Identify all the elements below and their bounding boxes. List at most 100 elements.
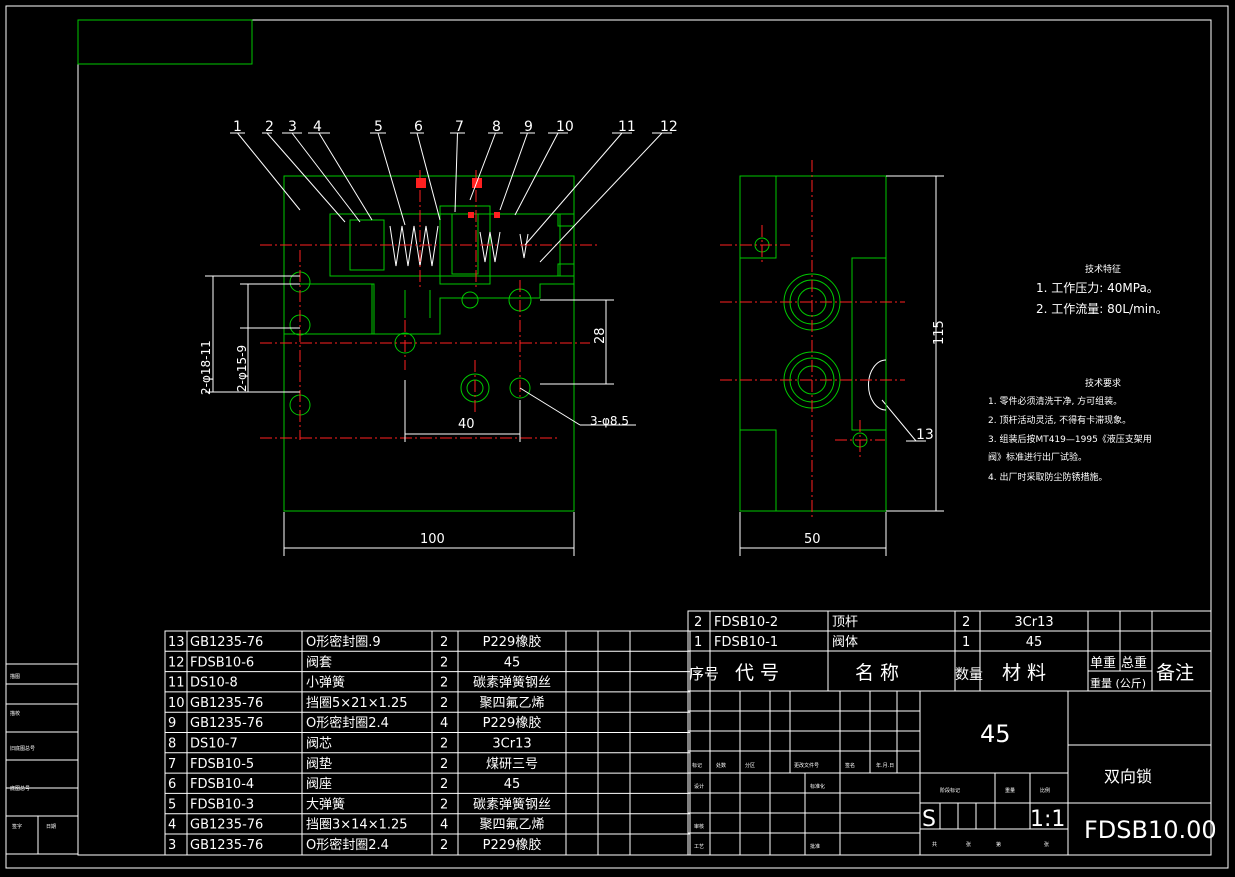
balloon-9: 9 (524, 119, 533, 135)
balloon-7: 7 (455, 119, 464, 135)
bom-row-code: DS10-8 (190, 676, 238, 691)
bom-row-name: 小弹簧 (306, 675, 345, 691)
bom-row-qty: 2 (440, 676, 448, 691)
bom-upper-qty: 1 (962, 635, 970, 650)
title-block-material: 45 (980, 720, 1011, 748)
title-block-small-label: 标记 (692, 762, 702, 769)
title-block-small-label: 张 (966, 841, 971, 848)
dim-50: 50 (804, 532, 821, 547)
dim-115: 115 (932, 320, 947, 345)
dim-28: 28 (593, 327, 608, 344)
bom-row-qty: 2 (440, 757, 448, 772)
bom-header-weight: 重量 (公斤) (1090, 676, 1146, 690)
tech-req-item: 3. 组装后按MT419—1995《液压支架用 (988, 433, 1152, 445)
left-strip: 描图 描校 旧底图总号 底图总号 签字 日期 (5, 663, 79, 855)
front-section-view (260, 170, 600, 512)
bom-row-no: 13 (168, 635, 185, 650)
title-block-small-label: 重量 (1005, 787, 1015, 794)
bom-row-name: 阀垫 (306, 756, 332, 772)
bom-upper-name: 阀体 (832, 635, 858, 650)
bom-row-name: 阀座 (306, 777, 332, 792)
bom-row-no: 8 (168, 737, 176, 752)
balloon-8: 8 (492, 119, 501, 135)
bom-row-code: FDSB10-5 (190, 757, 254, 772)
title-block: 45 双向锁 S 1:1 FDSB10.00 标记 处数 分区 更改文件号 签名… (687, 690, 1217, 856)
title-block-small-label: 签名 (845, 762, 855, 769)
left-strip-label: 旧底图总号 (10, 745, 35, 752)
bom-header-no: 序号 (689, 665, 719, 683)
bom-row-code: GB1235-76 (190, 838, 263, 853)
bom-upper-no: 2 (694, 615, 702, 630)
balloon-10: 10 (556, 119, 574, 135)
bom-row-material: 3Cr13 (492, 737, 531, 752)
side-view (720, 160, 905, 520)
bom-row-material: P229橡胶 (483, 837, 542, 853)
bom-header-total-weight: 总重 (1121, 655, 1147, 671)
bom-row-code: GB1235-76 (190, 635, 263, 650)
title-block-small-label: 工艺 (694, 844, 704, 850)
bom-row-material: 煤研三号 (486, 757, 538, 772)
bom-row-material: 聚四氟乙烯 (479, 818, 544, 833)
bom-upper-material: 45 (1026, 635, 1043, 650)
balloon-5: 5 (374, 119, 383, 135)
bom-row-material: 碳素弹簧钢丝 (473, 675, 551, 691)
bom-upper-material: 3Cr13 (1014, 615, 1053, 630)
balloon-4: 4 (313, 119, 322, 135)
bom-row-name: O形密封圈.9 (306, 634, 381, 650)
title-block-small-label: 年.月.日 (876, 762, 894, 769)
bom-row-qty: 2 (440, 838, 448, 853)
bom-row-no: 10 (168, 696, 185, 711)
title-block-sheet-letter: S (922, 807, 936, 832)
bom-row-material: 45 (504, 655, 521, 670)
bom-header-qty: 数量 (955, 667, 983, 683)
balloon-11: 11 (618, 119, 636, 135)
front-dimensions: 100 40 28 3-φ8.5 2-φ18-11 2-φ15-9 (199, 275, 636, 556)
bom-row-qty: 2 (440, 737, 448, 752)
bom-row-no: 3 (168, 838, 176, 853)
bom-row-code: FDSB10-4 (190, 777, 254, 792)
title-block-small-label: 张 (1044, 841, 1049, 848)
title-block-small-label: 标准化 (810, 783, 825, 790)
bom-row-name: O形密封圈2.4 (306, 837, 389, 853)
title-block-small-label: 处数 (716, 762, 726, 769)
bom-row-code: GB1235-76 (190, 818, 263, 833)
bom-row-no: 5 (168, 797, 176, 812)
left-strip-label: 签字 (12, 823, 22, 830)
bom-row-no: 11 (168, 676, 185, 691)
dim-2-holes-18: 2-φ18-11 (199, 340, 213, 395)
dim-3-holes: 3-φ8.5 (590, 414, 629, 428)
bom-header-name: 名 称 (855, 662, 899, 684)
corner-box (77, 19, 253, 65)
bom-row-code: FDSB10-3 (190, 797, 254, 812)
bom-upper-code: FDSB10-2 (714, 615, 778, 630)
title-block-small-label: 审核 (694, 823, 704, 830)
bom-row-name: 大弹簧 (306, 796, 345, 812)
bom-row-qty: 2 (440, 655, 448, 670)
balloon-6: 6 (414, 119, 423, 135)
left-strip-label: 描校 (10, 710, 20, 717)
balloon-12: 12 (660, 119, 678, 135)
left-strip-label: 底图总号 (10, 785, 30, 792)
bom-row-code: GB1235-76 (190, 716, 263, 731)
tech-req-item: 4. 出厂时采取防尘防锈措施。 (988, 471, 1107, 483)
bom-header-code: 代 号 (735, 662, 779, 684)
bom-row-no: 9 (168, 716, 176, 731)
bom-row-name: O形密封圈2.4 (306, 715, 389, 731)
title-block-small-label: 批准 (810, 843, 820, 850)
title-block-small-label: 设计 (694, 783, 704, 790)
tech-reqs-title: 技术要求 (1085, 377, 1121, 389)
bom-row-material: 45 (504, 777, 521, 792)
balloon-3: 3 (288, 119, 297, 135)
bom-row-name: 阀芯 (306, 737, 332, 752)
bom-row-name: 挡圈5×21×1.25 (306, 696, 408, 711)
bom-row-no: 7 (168, 757, 176, 772)
bom-row-code: DS10-7 (190, 737, 238, 752)
bom-header-unit-weight: 单重 (1090, 655, 1116, 671)
bom-row-qty: 2 (440, 797, 448, 812)
bom-row-qty: 4 (440, 716, 448, 731)
title-block-drawing-number: FDSB10.00 (1084, 816, 1217, 844)
